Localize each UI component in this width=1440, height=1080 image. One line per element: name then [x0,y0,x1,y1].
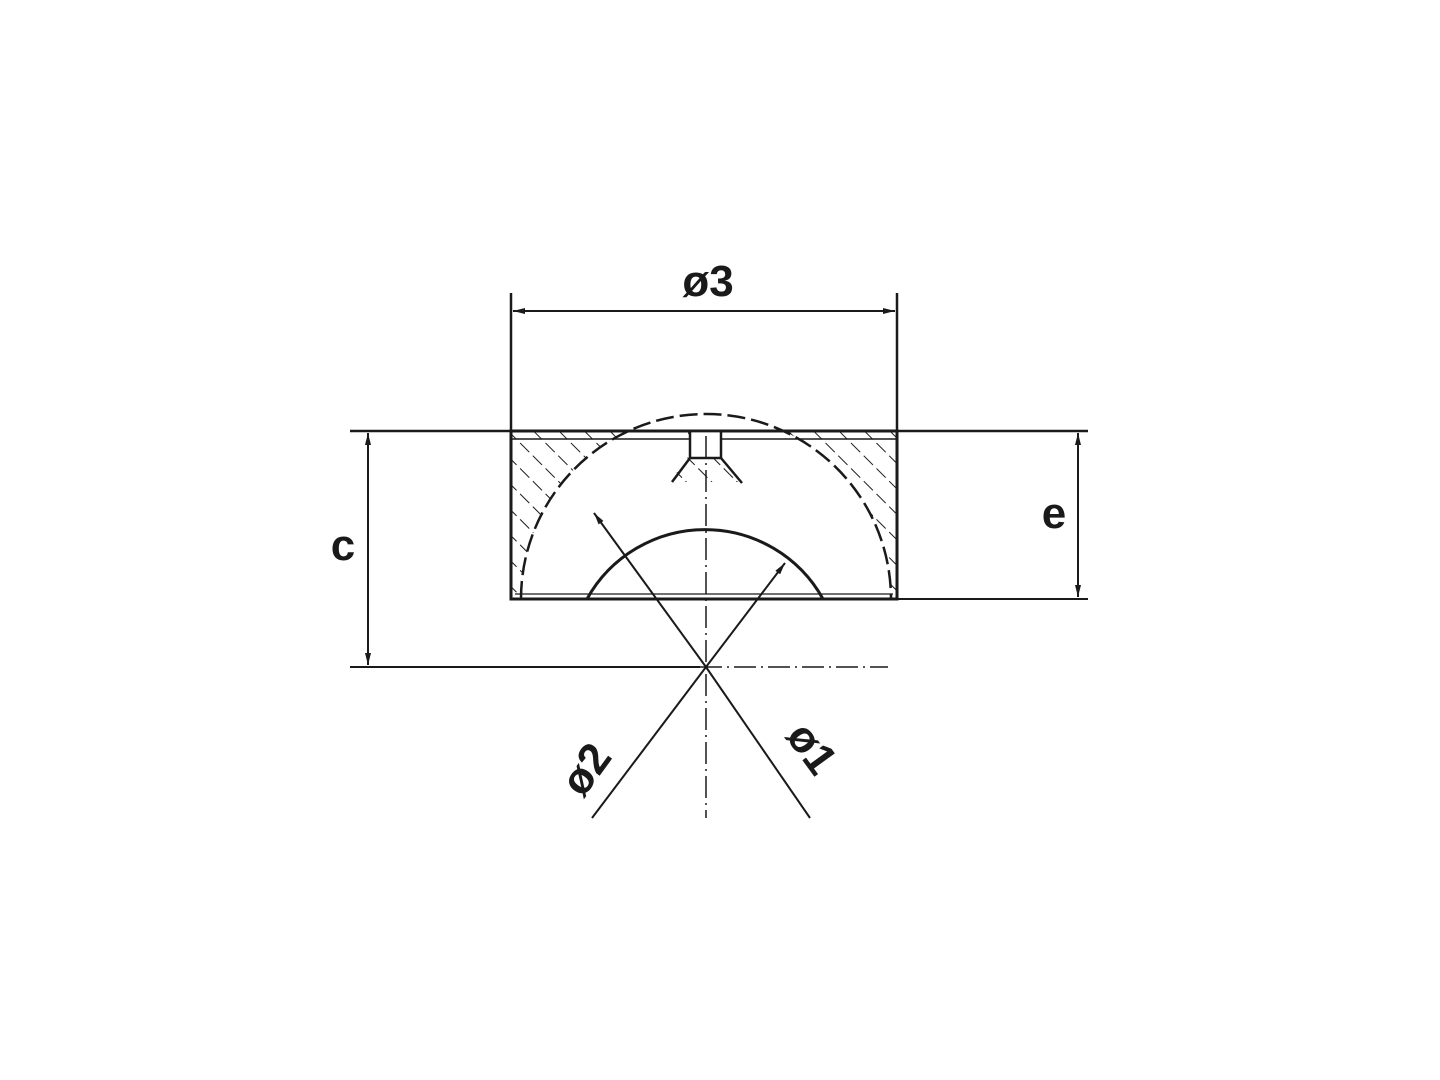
inner-arc-d1 [585,528,825,600]
outer-arc-d2 [519,412,893,600]
dimension-c: c [331,433,371,665]
label-e: e [1042,489,1066,538]
hatched-region [511,431,897,599]
dimension-d3: ø3 [509,257,899,431]
dimension-d1: ø1 [705,562,847,819]
dimension-e: e [1042,433,1081,597]
label-d1: ø1 [777,713,847,783]
label-d3: ø3 [682,257,733,306]
label-c: c [331,521,355,570]
dimension-d2: ø2 [551,512,707,819]
